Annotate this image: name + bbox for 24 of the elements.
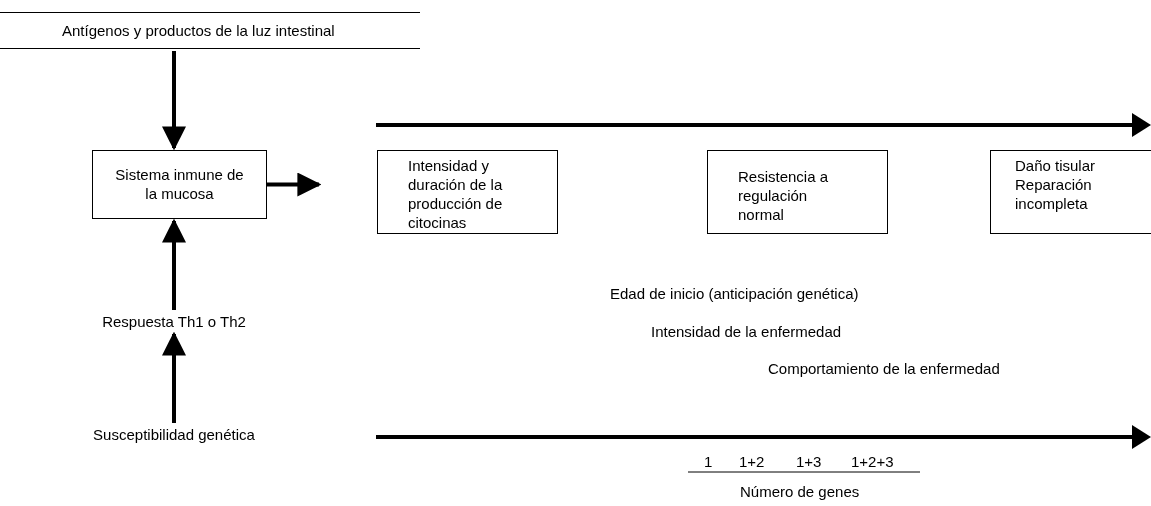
box-text: Sistema inmune de la mucosa [115, 165, 244, 203]
header-text: Antígenos y productos de la luz intestinal [62, 21, 335, 40]
arrow [162, 331, 186, 423]
process-box [92, 150, 267, 219]
note-text: Intensidad de la enfermedad [651, 323, 842, 341]
note-text: Edad de inicio (anticipación genética) [610, 285, 859, 303]
box-text: Intensidad y duración de la producción de citocinas [408, 156, 504, 232]
header-band [0, 12, 420, 49]
gene-count: 1+2 [739, 453, 765, 471]
process-box [990, 150, 1151, 234]
arrow [162, 51, 186, 151]
note-text: Comportamiento de la enfermedad [768, 360, 1000, 378]
gene-count: 1 [704, 453, 713, 471]
arrow [162, 218, 186, 310]
node-label: Respuesta Th1 o Th2 [101, 312, 247, 331]
node-label: Susceptibilidad genética [92, 425, 256, 444]
process-box [707, 150, 888, 234]
box-text: Daño tisular Reparación incompleta [1015, 156, 1097, 213]
box-text: Resistencia a regulación normal [738, 167, 830, 224]
process-box [377, 150, 558, 234]
gene-count: 1+3 [796, 453, 822, 471]
arrow [267, 172, 322, 197]
axis-label: Número de genes [740, 483, 860, 501]
gene-count: 1+2+3 [851, 453, 894, 471]
